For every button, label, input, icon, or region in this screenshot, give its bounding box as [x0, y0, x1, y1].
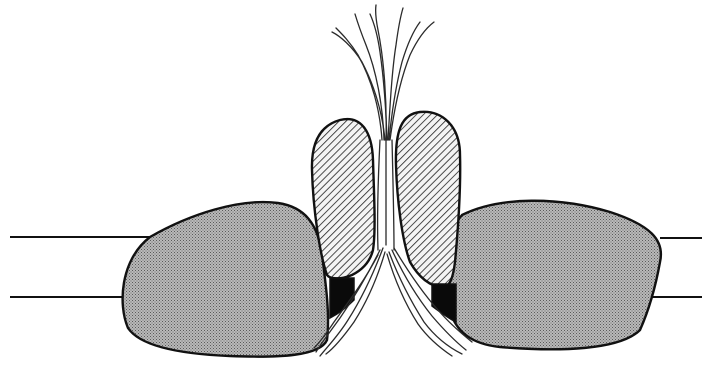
left-dotted-mass — [123, 202, 328, 357]
left-hatched-lobe — [312, 119, 375, 278]
right-dotted-mass — [447, 201, 661, 350]
fiber-3 — [376, 5, 387, 140]
stem-left — [378, 140, 380, 250]
fiber-4 — [388, 8, 403, 140]
stem-right — [392, 140, 394, 250]
right-hatched-lobe — [396, 112, 460, 287]
